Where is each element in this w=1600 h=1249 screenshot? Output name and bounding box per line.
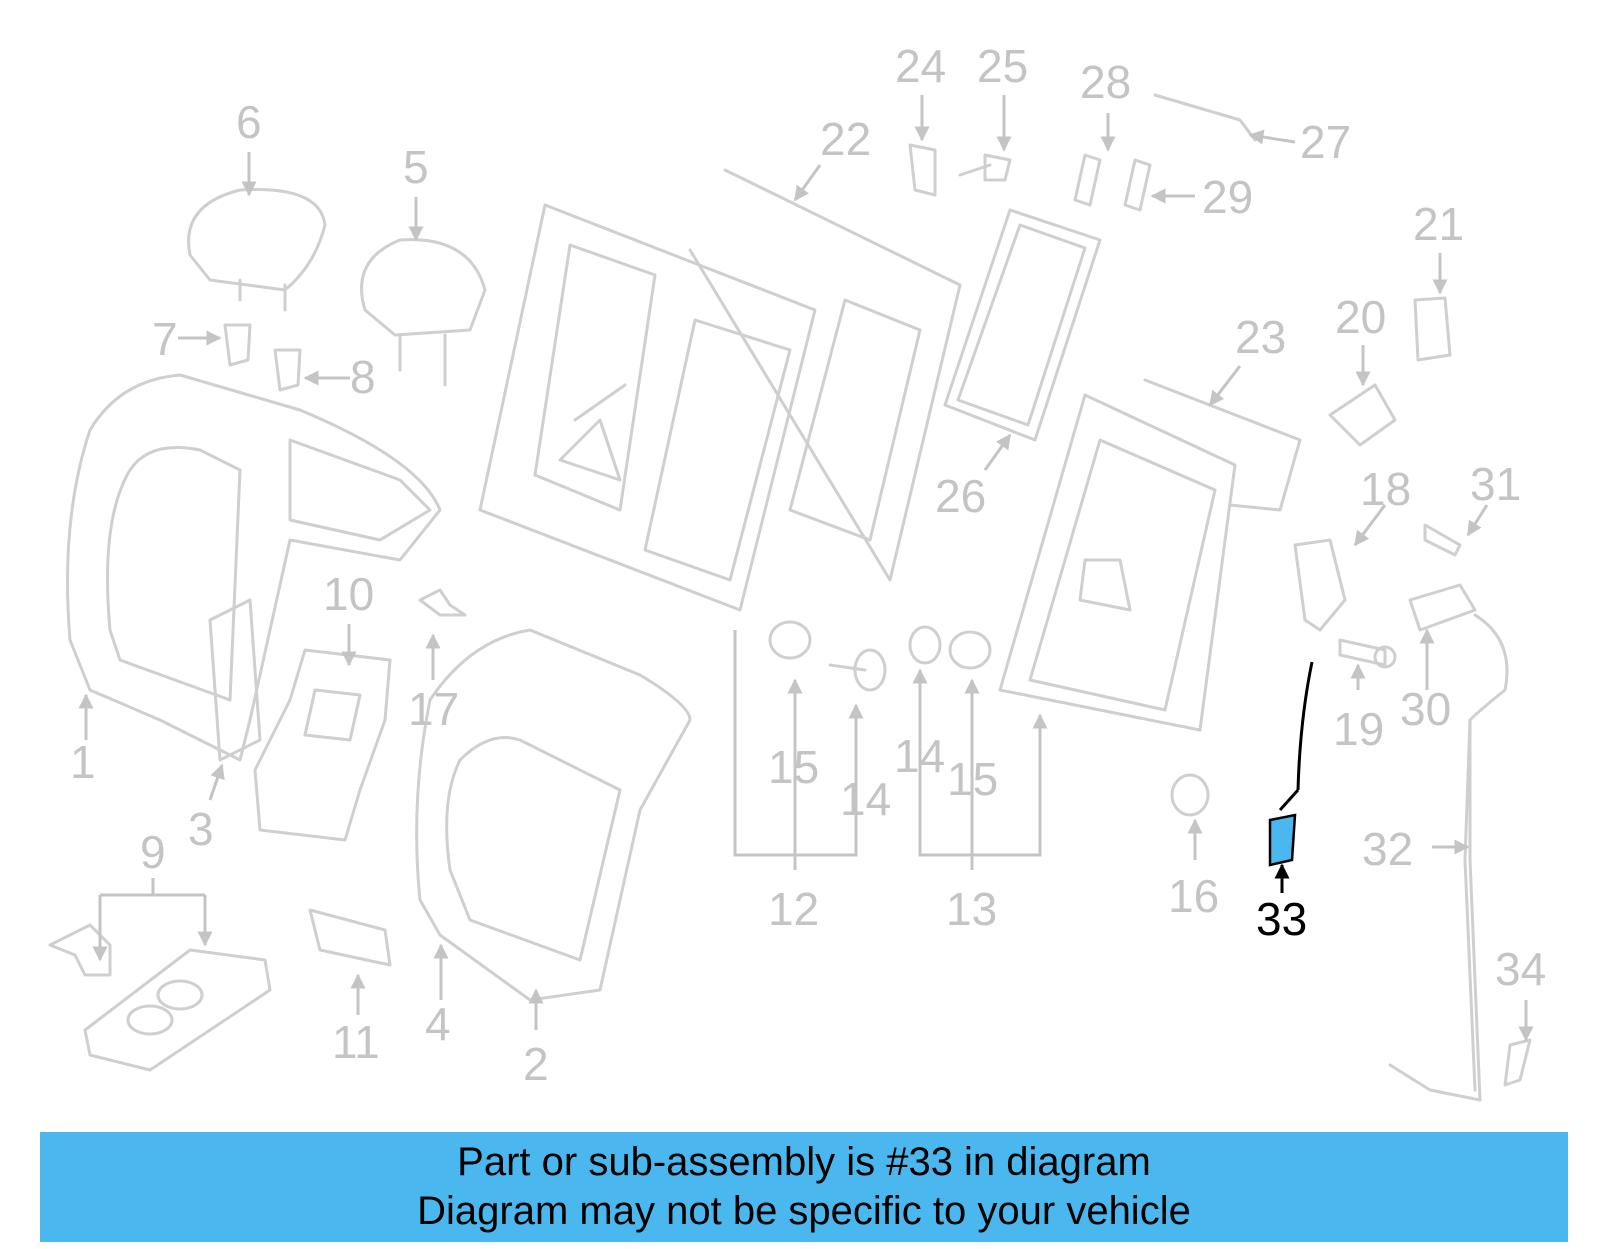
- callout-13: 13: [946, 883, 997, 935]
- callout-15b: 15: [947, 753, 998, 805]
- callout-29: 29: [1202, 171, 1253, 223]
- callout-17: 17: [408, 683, 459, 735]
- callout-22: 22: [820, 113, 871, 165]
- callout-34: 34: [1495, 943, 1546, 995]
- part-7-guide: [223, 323, 252, 367]
- part-26-panel: [943, 208, 1102, 442]
- part-27-rod: [1153, 93, 1257, 142]
- banner-line-1: Part or sub-assembly is #33 in diagram: [457, 1140, 1151, 1184]
- callout-9: 9: [140, 826, 166, 878]
- callout-5: 5: [403, 141, 429, 193]
- info-banner: Part or sub-assembly is #33 in diagram D…: [40, 1132, 1568, 1242]
- callout-7: 7: [152, 313, 178, 365]
- part-9-armrest: [48, 923, 272, 1072]
- part-19-pin: [1338, 638, 1397, 669]
- part-31-screw: [1423, 523, 1462, 557]
- callout-26: 26: [935, 470, 986, 522]
- banner-line-2: Diagram may not be specific to your vehi…: [417, 1189, 1191, 1233]
- callout-12: 12: [768, 883, 819, 935]
- part-10-bracket: [253, 648, 392, 842]
- callout-19: 19: [1333, 703, 1384, 755]
- callout-21: 21: [1413, 198, 1464, 250]
- callout-11: 11: [332, 1016, 380, 1068]
- callout-31: 31: [1470, 458, 1521, 510]
- part-14-bolt: [828, 625, 942, 692]
- part-34-clip: [1503, 1038, 1532, 1087]
- parts-diagram: 1 2 3 4 5 6 7 8 9 10 11 12 13 14 14 15 1…: [48, 40, 1546, 1102]
- callout-1: 1: [70, 736, 96, 788]
- part-32-cable: [1388, 613, 1509, 1102]
- part-33-highlighted: [1268, 661, 1314, 867]
- part-29-clip: [1123, 158, 1152, 212]
- leader-lines: [78, 95, 1534, 1042]
- part-4-seatback-cover: [415, 628, 692, 1002]
- callout-8: 8: [350, 351, 376, 403]
- part-16-grommet: [1170, 773, 1210, 817]
- part-28-clip: [1073, 153, 1102, 207]
- part-18-latch: [1293, 538, 1347, 632]
- callout-15a: 15: [768, 741, 819, 793]
- callout-33: 33: [1256, 893, 1307, 945]
- callout-18: 18: [1360, 463, 1411, 515]
- part-23-seatback-frame: [998, 378, 1302, 732]
- callout-25: 25: [977, 40, 1028, 92]
- callout-23: 23: [1235, 311, 1286, 363]
- callout-20: 20: [1335, 291, 1386, 343]
- part-21-latch: [1413, 296, 1452, 362]
- callout-10: 10: [323, 568, 374, 620]
- part-1-seatback-cover: [66, 373, 442, 762]
- callout-27: 27: [1300, 116, 1351, 168]
- part-25-bolt: [958, 153, 1012, 182]
- part-5-headrest: [360, 238, 487, 387]
- callout-30: 30: [1400, 683, 1451, 735]
- callout-14a: 14: [840, 773, 891, 825]
- callout-32: 32: [1362, 823, 1413, 875]
- part-3-seatback-trim: [208, 598, 262, 762]
- part-8-guide: [273, 348, 302, 392]
- part-11-pad: [308, 908, 392, 967]
- callout-6: 6: [236, 96, 262, 148]
- callout-4: 4: [425, 998, 451, 1050]
- part-17-clip: [418, 588, 467, 617]
- callout-2: 2: [523, 1038, 549, 1090]
- callout-3: 3: [188, 803, 214, 855]
- part-15-grommet: [768, 620, 992, 670]
- callout-24: 24: [895, 40, 946, 92]
- callout-labels: 1 2 3 4 5 6 7 8 9 10 11 12 13 14 14 15 1…: [70, 40, 1546, 1090]
- callout-16: 16: [1168, 870, 1219, 922]
- callout-28: 28: [1080, 56, 1131, 108]
- callout-14b: 14: [894, 730, 945, 782]
- part-30-handle: [1408, 583, 1477, 632]
- part-22-seatback-frame: [478, 168, 962, 612]
- part-20-bezel: [1328, 383, 1397, 447]
- part-24-bracket: [908, 143, 937, 197]
- part-6-headrest: [187, 187, 327, 312]
